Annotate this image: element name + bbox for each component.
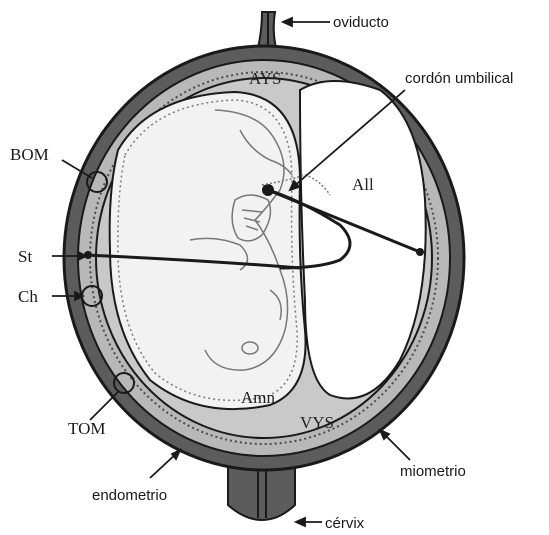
label-vys: VYS	[300, 413, 334, 432]
label-cervix: cérvix	[325, 515, 365, 532]
label-miometrio: miometrio	[400, 463, 466, 480]
amnion-cavity	[110, 92, 306, 409]
label-ch: Ch	[18, 287, 38, 306]
label-cordon-umbilical: cordón umbilical	[405, 70, 513, 87]
label-bom: BOM	[10, 145, 49, 164]
label-amn: Amn	[241, 388, 276, 407]
label-st: St	[18, 247, 32, 266]
label-tom: TOM	[68, 419, 105, 438]
label-endometrio: endometrio	[92, 487, 167, 504]
label-ays: AYS	[249, 69, 281, 88]
label-all: All	[352, 175, 374, 194]
label-oviducto: oviducto	[333, 14, 389, 31]
